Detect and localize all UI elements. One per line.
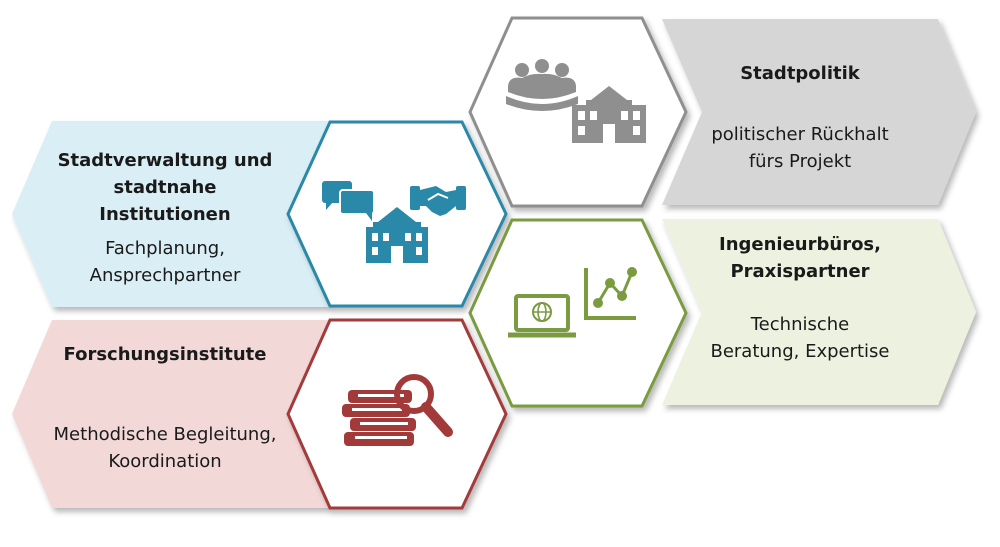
verwaltung-description: Fachplanung, Ansprechpartner <box>89 238 241 286</box>
forschung-description: Methodische Begleitung, Koordination <box>53 424 277 472</box>
verwaltung-banner <box>12 121 330 307</box>
ingenieur-hexagon <box>468 218 688 408</box>
forschung-title: Forschungsinstitute <box>63 344 267 365</box>
ingenieur-banner <box>662 219 976 405</box>
forschung-banner <box>12 320 330 508</box>
meeting-icon <box>506 59 578 111</box>
politik-title: Stadtpolitik <box>740 63 860 84</box>
politik-description: politischer Rückhalt fürs Projekt <box>711 124 889 172</box>
laptop-globe-icon <box>508 294 576 338</box>
ingenieur-description: Technische Beratung, Expertise <box>710 314 890 362</box>
building-icon <box>572 86 646 143</box>
line-chart-icon <box>584 267 637 320</box>
handshake-icon <box>410 186 466 216</box>
building-icon <box>366 207 428 263</box>
politik-banner <box>662 19 976 205</box>
verwaltung-title: Stadtverwaltung und stadtnahe Institutio… <box>57 150 273 225</box>
chat-bubbles-icon <box>322 181 375 221</box>
magnifier-icon <box>394 374 453 437</box>
ingenieur-title: Ingenieurbüros, Praxispartner <box>719 234 881 282</box>
